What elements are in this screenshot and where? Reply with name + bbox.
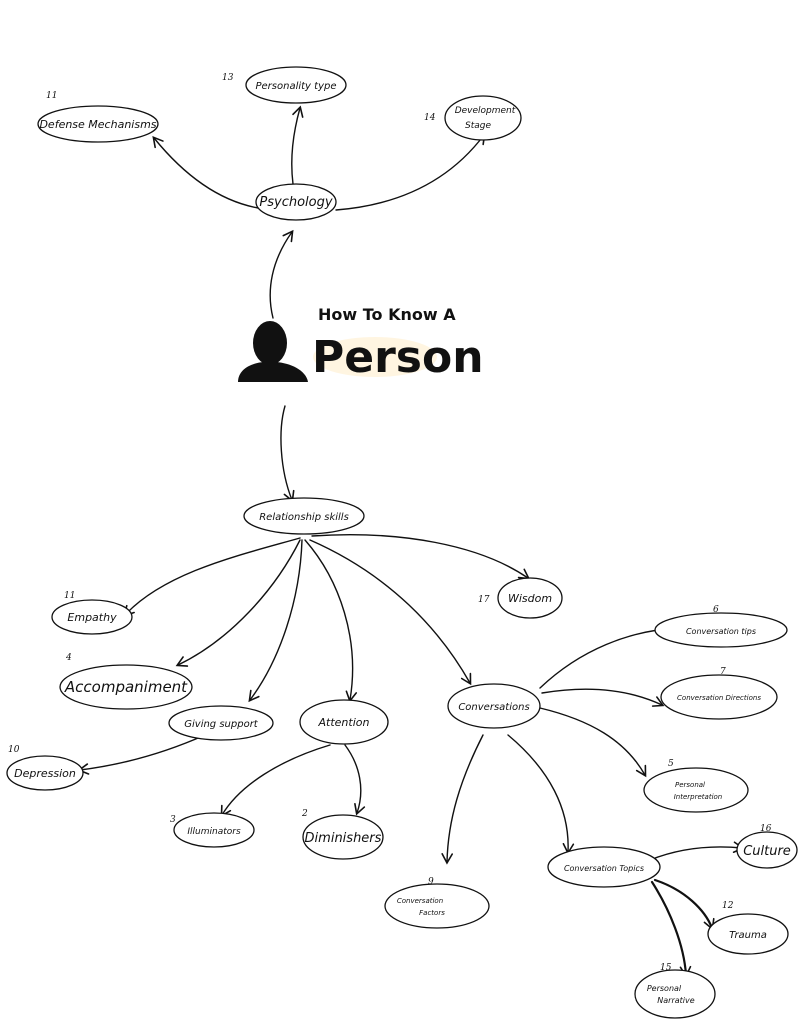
node-number: 11	[46, 91, 57, 101]
node-number: 16	[760, 824, 772, 834]
node-label: Empathy	[67, 611, 117, 624]
node-development-stage: 14 Development Stage	[424, 95, 522, 141]
node-label: Personality type	[255, 81, 336, 92]
node-culture: 16 Culture	[736, 824, 798, 869]
node-conversation-topics: Conversation Topics	[547, 846, 661, 888]
node-label: Defense Mechanisms	[39, 118, 156, 131]
edge-relationship-conversations	[309, 539, 472, 686]
node-label-2: Interpretation	[674, 793, 723, 801]
node-label-2: Factors	[419, 909, 445, 917]
edge-relationship-attention	[304, 539, 358, 703]
node-label: Depression	[14, 767, 76, 780]
edge-conversations-tips	[539, 622, 683, 689]
edge-conversations-directions	[541, 688, 665, 707]
edge-relationship-accompaniment	[175, 539, 301, 667]
node-number: 14	[424, 113, 436, 123]
node-number: 3	[170, 815, 176, 825]
edge-conversations-interpretation	[539, 707, 647, 778]
node-label: Development	[455, 106, 516, 116]
node-defense-mechanisms: 11 Defense Mechanisms	[37, 91, 159, 143]
title-line-2: Person	[312, 332, 484, 383]
node-conversation-tips: 6 Conversation tips	[654, 605, 788, 648]
node-relationship-skills: Relationship skills	[243, 497, 365, 535]
node-label: Psychology	[259, 195, 332, 210]
node-label: Giving support	[184, 719, 259, 730]
edge-psychology-development	[335, 132, 486, 211]
node-label: Personal	[675, 781, 705, 789]
edge-conversations-factors	[441, 734, 484, 865]
node-personal-interpretation: 5 Personal Interpretation	[643, 759, 749, 813]
person-icon	[238, 321, 308, 382]
node-number: 4	[65, 653, 72, 663]
node-trauma: 12 Trauma	[707, 901, 789, 955]
node-label: Conversation Directions	[677, 694, 761, 702]
edge-person-psychology	[269, 229, 294, 319]
node-number: 10	[8, 745, 20, 755]
node-number: 12	[722, 901, 734, 911]
node-label: Relationship skills	[259, 512, 349, 523]
node-number: 5	[668, 759, 674, 769]
edge-relationship-givingsupport	[248, 539, 303, 703]
node-empathy: 11 Empathy	[51, 591, 133, 635]
edge-psychology-personality	[291, 105, 304, 185]
node-conversation-factors: 9 Conversation Factors	[384, 877, 490, 929]
node-accompaniment: 4 Accompaniment	[59, 653, 193, 710]
edge-topics-narrative	[650, 880, 692, 978]
node-number: 9	[428, 877, 434, 887]
node-label-2: Narrative	[657, 996, 694, 1005]
node-label: Personal	[647, 984, 682, 993]
edge-topics-culture	[649, 841, 745, 861]
node-label: Conversation tips	[686, 627, 756, 636]
node-label: Diminishers	[305, 831, 382, 846]
node-label: Attention	[318, 716, 370, 729]
title-highlight	[313, 337, 437, 377]
node-wisdom: 17 Wisdom	[478, 577, 563, 619]
title-line-1: How To Know A	[318, 305, 456, 324]
edges	[77, 105, 745, 978]
node-number: 13	[222, 73, 234, 83]
node-conversation-directions: 7 Conversation Directions	[660, 667, 778, 720]
node-number: 6	[713, 605, 719, 615]
node-personality-type: 13 Personality type	[222, 66, 347, 104]
edge-topics-trauma	[653, 878, 715, 931]
node-label: Accompaniment	[64, 678, 188, 696]
node-label: Culture	[743, 844, 791, 859]
node-giving-support: Giving support	[168, 705, 274, 741]
edge-attention-illuminators	[220, 744, 331, 818]
node-label: Illuminators	[187, 827, 241, 837]
edge-attention-diminishers	[344, 744, 366, 816]
node-illuminators: 3 Illuminators	[170, 812, 255, 848]
edge-psychology-defense	[152, 135, 259, 209]
node-number: 2	[301, 809, 308, 819]
node-number: 11	[64, 591, 75, 601]
node-number: 7	[720, 667, 726, 677]
node-label: Conversation Topics	[564, 864, 644, 873]
node-number: 17	[478, 595, 490, 605]
edge-relationship-empathy	[123, 537, 301, 617]
node-psychology: Psychology	[255, 183, 337, 221]
edge-givingsupport-depression	[77, 734, 206, 775]
node-number: 15	[660, 963, 672, 973]
node-diminishers: 2 Diminishers	[301, 809, 384, 860]
node-conversations: Conversations	[447, 683, 541, 729]
node-label: Trauma	[729, 930, 767, 941]
node-label: Wisdom	[508, 592, 552, 605]
node-label-2: Stage	[465, 121, 491, 131]
node-label: Conversations	[458, 702, 529, 713]
node-personal-narrative: 15 Personal Narrative	[634, 963, 716, 1019]
edge-relationship-wisdom	[311, 534, 531, 580]
node-label: Conversation	[397, 897, 443, 905]
edge-person-relationship	[280, 405, 295, 503]
node-depression: 10 Depression	[6, 745, 84, 791]
node-attention: Attention	[299, 699, 389, 745]
edge-conversations-topics	[507, 734, 575, 855]
